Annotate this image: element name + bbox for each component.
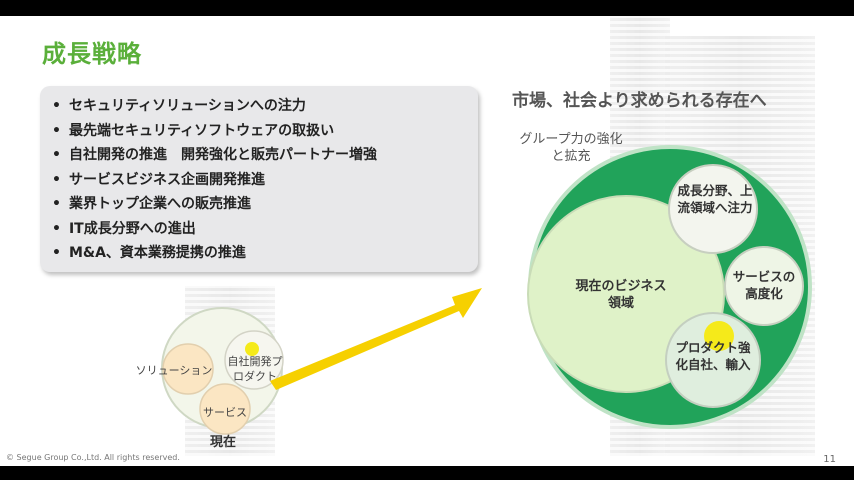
strategy-list: セキュリティソリューションへの注力 最先端セキュリティソフトウェアの取扱い 自社…	[40, 86, 478, 272]
future-service-circle	[724, 246, 804, 326]
page-number: 11	[823, 454, 836, 465]
list-item: IT成長分野への進出	[52, 217, 478, 242]
list-item: セキュリティソリューションへの注力	[52, 94, 478, 119]
future-product-dot	[704, 321, 734, 351]
future-growth-circle	[668, 164, 758, 254]
list-item: 最先端セキュリティソフトウェアの取扱い	[52, 119, 478, 144]
group-label: グループ力の強化と拡充	[519, 132, 623, 164]
present-inhouse-label: 自社開発プロダクト	[227, 355, 283, 383]
present-solution-circle	[162, 343, 214, 395]
list-item: M&A、資本業務提携の推進	[52, 241, 478, 266]
present-service-label: サービス	[203, 406, 247, 419]
page-title: 成長戦略	[42, 40, 142, 68]
future-service-label: サービスの高度化	[732, 269, 796, 301]
future-current-label: 現在のビジネス領域	[575, 279, 667, 311]
future-product-circle	[665, 312, 761, 408]
copyright: © Segue Group Co.,Ltd. All rights reserv…	[6, 453, 180, 462]
list-item: サービスビジネス企画開発推進	[52, 168, 478, 193]
present-label: 現在	[209, 435, 236, 450]
present-solution-label: ソリューション	[135, 364, 213, 377]
market-heading: 市場、社会より求められる存在へ	[512, 91, 767, 111]
future-growth-label: 成長分野、上流領域へ注力	[677, 183, 753, 215]
present-inhouse-dot	[245, 342, 259, 356]
present-service-circle	[199, 383, 251, 435]
list-item: 自社開発の推進 開発強化と販売パートナー増強	[52, 143, 478, 168]
present-inhouse-circle	[224, 330, 284, 390]
strategy-diagram	[161, 145, 812, 435]
growth-arrow	[270, 288, 482, 390]
list-item: 業界トップ企業への販売推進	[52, 192, 478, 217]
slide: 成長戦略 セキュリティソリューションへの注力 最先端セキュリティソフトウェアの取…	[0, 16, 854, 466]
future-product-label: プロダクト強化自社、輸入	[675, 340, 751, 372]
